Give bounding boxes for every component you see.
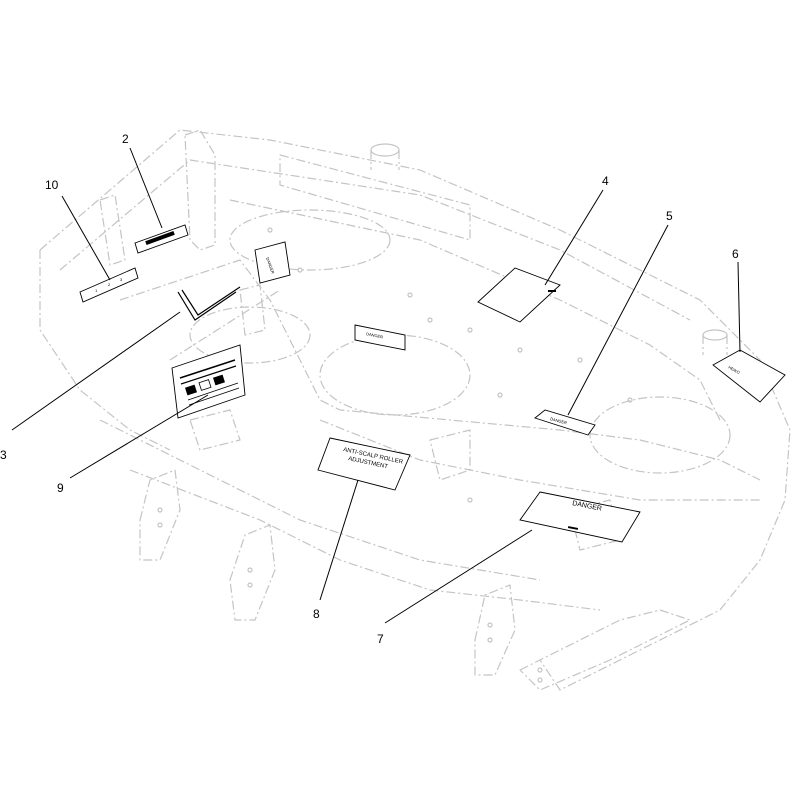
decal-instructions: [171, 344, 246, 419]
decal-danger-center: DANGER: [354, 324, 406, 351]
adjustment-rod: [177, 286, 241, 321]
callout-2: 2: [122, 132, 129, 146]
leader-lines: [11, 147, 741, 624]
callout-10: 10: [45, 178, 59, 192]
callout-5: 5: [666, 209, 673, 223]
svg-text:HE/KO: HE/KO: [728, 365, 741, 376]
decal-height-of-cut-strip: 1 2 3: [79, 267, 139, 303]
decal-danger-right: DANGER: [534, 409, 596, 436]
decal-anti-scalp-roller: ANTI-SCALP ROLLER ADJUSTMENT: [317, 437, 411, 491]
callout-8: 8: [313, 607, 320, 621]
svg-text:DANGER: DANGER: [265, 257, 276, 275]
callout-9: 9: [57, 481, 64, 495]
svg-text:1: 1: [95, 288, 98, 293]
decal-warning-large: [477, 267, 561, 323]
mower-deck-outline: [39, 129, 791, 691]
svg-text:DANGER: DANGER: [366, 331, 384, 339]
callout-3: 3: [0, 448, 7, 462]
callout-6: 6: [732, 247, 739, 261]
decal-model-label: HE/KO: [712, 349, 786, 403]
callout-4: 4: [602, 174, 609, 188]
svg-text:2: 2: [108, 282, 111, 287]
svg-text:DANGER: DANGER: [550, 416, 568, 425]
decal-small-label: [134, 224, 189, 254]
decal-danger-large: DANGER: [519, 491, 641, 543]
decal-danger-small-left: DANGER: [254, 241, 291, 284]
callout-7: 7: [377, 632, 384, 646]
svg-text:3: 3: [120, 277, 123, 282]
